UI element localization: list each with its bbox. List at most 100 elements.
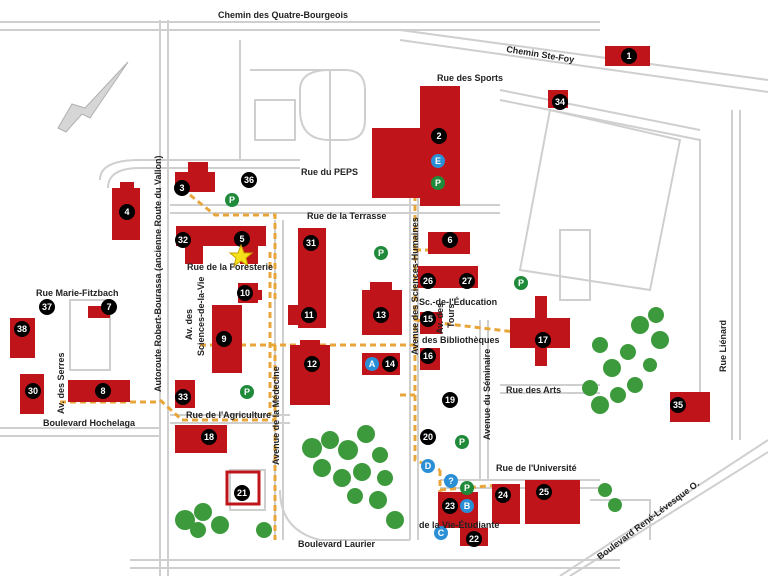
svg-text:P: P bbox=[464, 483, 470, 493]
parking-icon[interactable]: P bbox=[460, 481, 474, 495]
building-2[interactable]: 2 bbox=[431, 128, 447, 144]
building-24[interactable]: 24 bbox=[495, 487, 511, 503]
svg-text:22: 22 bbox=[469, 534, 479, 544]
building-15[interactable]: 15 bbox=[420, 311, 436, 327]
svg-text:9: 9 bbox=[221, 334, 226, 344]
building-25[interactable]: 25 bbox=[536, 484, 552, 500]
a-marker[interactable]: A bbox=[365, 357, 379, 371]
svg-text:6: 6 bbox=[447, 235, 452, 245]
d-marker[interactable]: D bbox=[421, 459, 435, 473]
building-17[interactable]: 17 bbox=[535, 332, 551, 348]
svg-text:8: 8 bbox=[100, 386, 105, 396]
svg-text:13: 13 bbox=[376, 310, 386, 320]
svg-text:23: 23 bbox=[445, 501, 455, 511]
street-label: Chemin Ste-Foy bbox=[506, 44, 575, 65]
building-30[interactable]: 30 bbox=[25, 383, 41, 399]
building-19[interactable]: 19 bbox=[442, 392, 458, 408]
street-label: Chemin des Quatre-Bourgeois bbox=[218, 10, 348, 20]
street-label: Rue Marie-Fitzbach bbox=[36, 288, 119, 298]
building-outlines bbox=[225, 470, 261, 506]
street-label: Autoroute Robert-Bourassa (ancienne Rout… bbox=[153, 155, 163, 392]
svg-text:19: 19 bbox=[445, 395, 455, 405]
e-marker[interactable]: E bbox=[431, 154, 445, 168]
street-label: Sciences-de-la-Vie bbox=[196, 277, 206, 356]
building-27[interactable]: 27 bbox=[459, 273, 475, 289]
tree-groves bbox=[175, 307, 669, 538]
svg-text:31: 31 bbox=[306, 238, 316, 248]
svg-text:7: 7 bbox=[106, 302, 111, 312]
svg-text:30: 30 bbox=[28, 386, 38, 396]
building-20[interactable]: 20 bbox=[420, 429, 436, 445]
building-21[interactable]: 21 bbox=[234, 485, 250, 501]
building-5[interactable]: 5 bbox=[234, 231, 250, 247]
building-23[interactable]: 23 bbox=[442, 498, 458, 514]
street-label: Rue des Arts bbox=[506, 385, 561, 395]
parking-icon[interactable]: P bbox=[240, 385, 254, 399]
building-18[interactable]: 18 bbox=[201, 429, 217, 445]
parking-icon[interactable]: P bbox=[455, 435, 469, 449]
aircraft-monument bbox=[57, 61, 129, 133]
street-label: Tours bbox=[446, 304, 456, 328]
svg-text:2: 2 bbox=[436, 131, 441, 141]
street-label: Sc.-de-l'Éducation bbox=[419, 297, 497, 307]
street-label: Boulevard Laurier bbox=[298, 539, 376, 549]
street-label: Avenue de la Médecine bbox=[271, 366, 281, 465]
building-37[interactable]: 37 bbox=[39, 299, 55, 315]
building-38[interactable]: 38 bbox=[14, 321, 30, 337]
parking-icon[interactable]: P bbox=[431, 176, 445, 190]
street-label: Rue de l'Université bbox=[496, 463, 577, 473]
svg-text:15: 15 bbox=[423, 314, 433, 324]
svg-text:P: P bbox=[518, 278, 524, 288]
building-16[interactable]: 16 bbox=[420, 348, 436, 364]
street-label: des Bibliothèques bbox=[422, 335, 500, 345]
building-markers: 1 2 3 4 5 6 7 8 9 10 11 12 13 14 15 16 1… bbox=[14, 48, 686, 547]
svg-text:P: P bbox=[229, 195, 235, 205]
building-35[interactable]: 35 bbox=[670, 397, 686, 413]
building-9[interactable]: 9 bbox=[216, 331, 232, 347]
street-label: Rue de la Terrasse bbox=[307, 211, 386, 221]
svg-text:38: 38 bbox=[17, 324, 27, 334]
svg-text:36: 36 bbox=[244, 175, 254, 185]
building-8[interactable]: 8 bbox=[95, 383, 111, 399]
svg-text:18: 18 bbox=[204, 432, 214, 442]
street-label: Rue du PEPS bbox=[301, 167, 358, 177]
street-label: Rue de l'Agriculture bbox=[186, 410, 271, 420]
svg-text:12: 12 bbox=[307, 359, 317, 369]
service-markers: E A D ? B C bbox=[365, 154, 474, 540]
building-3[interactable]: 3 bbox=[174, 180, 190, 196]
building-11[interactable]: 11 bbox=[301, 307, 317, 323]
b-marker[interactable]: B bbox=[460, 499, 474, 513]
building-33[interactable]: 33 bbox=[175, 389, 191, 405]
parking-icon[interactable]: P bbox=[225, 193, 239, 207]
building-22[interactable]: 22 bbox=[466, 531, 482, 547]
building-1[interactable]: 1 bbox=[621, 48, 637, 64]
parking-icon[interactable]: P bbox=[374, 246, 388, 260]
building-32[interactable]: 32 bbox=[175, 232, 191, 248]
building-13[interactable]: 13 bbox=[373, 307, 389, 323]
street-label: Rue de la Foresterie bbox=[187, 262, 273, 272]
c-marker[interactable]: C bbox=[434, 526, 448, 540]
building-4[interactable]: 4 bbox=[119, 204, 135, 220]
svg-text:C: C bbox=[438, 528, 445, 538]
svg-text:27: 27 bbox=[462, 276, 472, 286]
building-10[interactable]: 10 bbox=[237, 285, 253, 301]
building-31[interactable]: 31 bbox=[303, 235, 319, 251]
building-12[interactable]: 12 bbox=[304, 356, 320, 372]
street-label: Rue Liénard bbox=[718, 320, 728, 372]
building-26[interactable]: 26 bbox=[420, 273, 436, 289]
building-34[interactable]: 34 bbox=[552, 94, 568, 110]
building-6[interactable]: 6 bbox=[442, 232, 458, 248]
svg-text:1: 1 bbox=[626, 51, 631, 61]
svg-text:25: 25 bbox=[539, 487, 549, 497]
parking-icon[interactable]: P bbox=[514, 276, 528, 290]
svg-text:P: P bbox=[378, 248, 384, 258]
road-network bbox=[0, 20, 768, 576]
building-36[interactable]: 36 bbox=[241, 172, 257, 188]
building-7[interactable]: 7 bbox=[101, 299, 117, 315]
svg-text:20: 20 bbox=[423, 432, 433, 442]
info-icon[interactable]: ? bbox=[444, 474, 458, 488]
building-14[interactable]: 14 bbox=[382, 356, 398, 372]
svg-text:B: B bbox=[464, 501, 471, 511]
svg-text:10: 10 bbox=[240, 288, 250, 298]
